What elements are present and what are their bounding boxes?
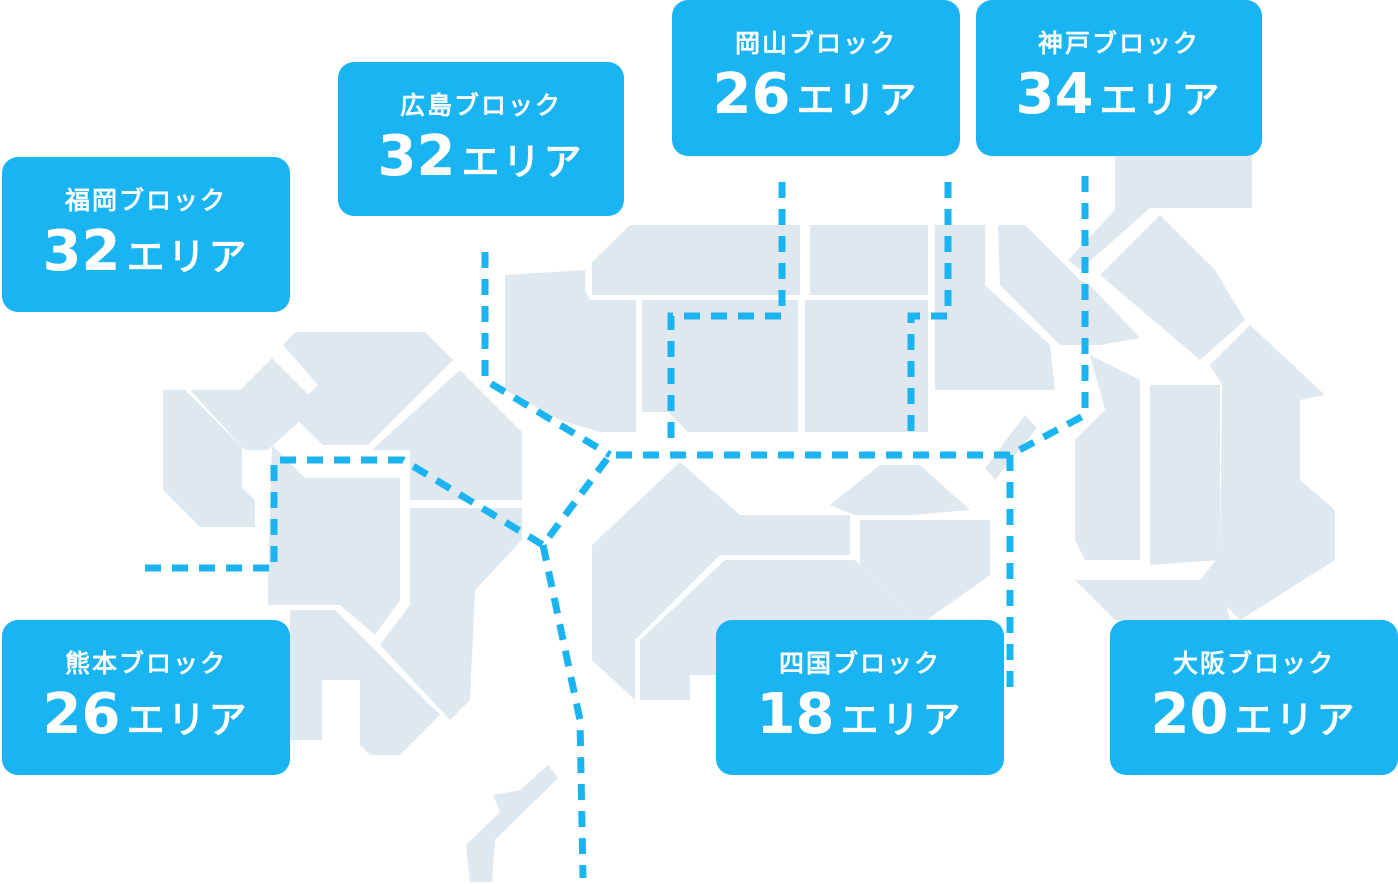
- area-count: 26: [712, 62, 791, 127]
- boundary-fukuoka-kumamoto: [145, 172, 1089, 572]
- pref-wakayama: [1075, 580, 1230, 620]
- area-count: 34: [1015, 62, 1094, 127]
- block-name: 大阪ブロック: [1172, 649, 1335, 678]
- boundary-kobe: [907, 182, 952, 440]
- pref-miyazaki: [380, 508, 522, 720]
- pref-kumamoto: [372, 370, 522, 500]
- pref-ehime: [592, 462, 850, 700]
- block-name: 神戸ブロック: [1037, 29, 1200, 58]
- area-count: 32: [42, 219, 121, 284]
- pref-okinawa-island: [466, 765, 558, 882]
- honshu-prefectures: [505, 155, 1335, 620]
- area-count: 26: [42, 682, 121, 747]
- pref-tokushima: [860, 520, 990, 625]
- pref-oita: [305, 478, 400, 635]
- area-count: 18: [756, 682, 835, 747]
- kyushu-prefectures: [163, 332, 558, 882]
- pref-awaji: [985, 415, 1037, 480]
- pref-yamaguchi: [505, 270, 636, 432]
- pref-fukuoka-east: [268, 445, 305, 605]
- area-unit: エリア: [126, 235, 250, 279]
- pref-nagasaki-north: [163, 390, 255, 527]
- block-name: 四国ブロック: [778, 649, 941, 678]
- area-unit: エリア: [840, 698, 964, 742]
- area-unit: エリア: [796, 78, 920, 122]
- block-name: 岡山ブロック: [734, 29, 897, 58]
- area-unit: エリア: [461, 140, 585, 184]
- pref-fukui: [1068, 155, 1252, 270]
- pref-shiga: [1100, 215, 1245, 360]
- pref-saga: [190, 358, 318, 450]
- pref-fukuoka: [283, 332, 453, 445]
- area-count: 20: [1150, 682, 1229, 747]
- pref-kagawa: [830, 465, 970, 515]
- pref-kyoto: [998, 225, 1140, 345]
- pref-mie: [1200, 325, 1335, 620]
- block-boundaries: [145, 172, 1089, 879]
- area-unit: エリア: [1099, 78, 1223, 122]
- pref-shimane: [592, 225, 800, 295]
- pref-nara: [1150, 385, 1220, 565]
- pref-tottori: [810, 225, 928, 295]
- boundary-okayama: [667, 182, 786, 440]
- boundary-kyushu-south: [539, 544, 587, 879]
- boundary-hiroshima: [481, 252, 612, 459]
- pref-hiroshima: [642, 300, 798, 432]
- block-name: 広島ブロック: [399, 91, 562, 120]
- pref-hyogo: [935, 225, 1055, 390]
- block-name: 福岡ブロック: [64, 186, 227, 215]
- pref-osaka: [1075, 355, 1140, 560]
- block-name: 熊本ブロック: [64, 649, 227, 678]
- area-count: 32: [377, 124, 456, 189]
- area-unit: エリア: [126, 698, 250, 742]
- pref-okayama: [805, 300, 928, 432]
- pref-kagoshima-south: [290, 610, 440, 755]
- area-unit: エリア: [1234, 698, 1358, 742]
